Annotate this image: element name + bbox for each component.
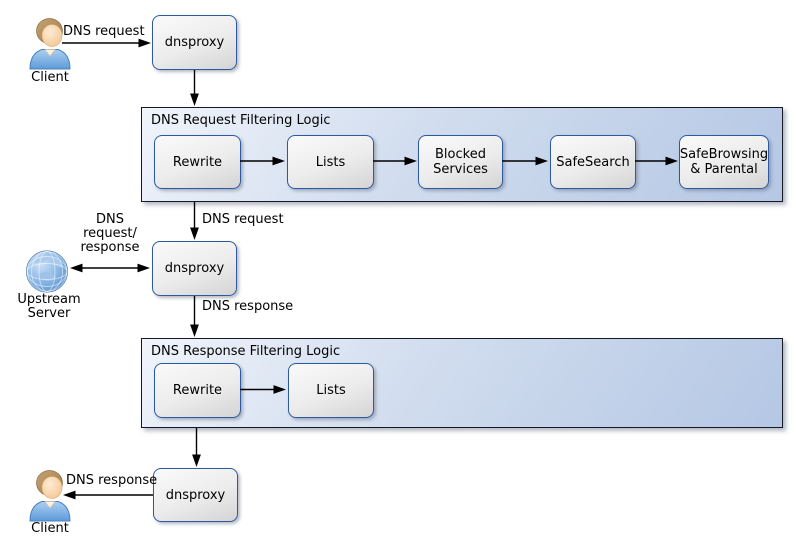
response-filtering-title: DNS Response Filtering Logic bbox=[151, 344, 341, 359]
stage-label: Lists bbox=[316, 383, 346, 398]
stage-label: SafeBrowsing & Parental bbox=[679, 147, 769, 177]
upstream-server-label: Upstream Server bbox=[17, 292, 81, 321]
dnsproxy-middle-node[interactable]: dnsproxy bbox=[152, 241, 237, 296]
upstream-server-globe-icon bbox=[24, 249, 70, 299]
stage-rewrite-response[interactable]: Rewrite bbox=[154, 363, 241, 418]
request-filtering-title: DNS Request Filtering Logic bbox=[151, 113, 331, 128]
stage-label: Lists bbox=[315, 154, 346, 170]
stage-label: Blocked Services bbox=[433, 147, 488, 177]
client-bottom-label: Client bbox=[31, 521, 69, 536]
stage-safebrowsing-parental[interactable]: SafeBrowsing & Parental bbox=[679, 135, 769, 189]
edge-label-dns-request-top: DNS request bbox=[63, 24, 145, 39]
arrow-upstream-bidirectional bbox=[70, 263, 150, 273]
stage-safesearch[interactable]: SafeSearch bbox=[550, 135, 636, 189]
dnsproxy-top-node[interactable]: dnsproxy bbox=[152, 15, 237, 70]
arrow-request-filter-to-dnsproxy bbox=[190, 202, 199, 240]
arrow-dnsproxy-to-client bbox=[63, 490, 153, 500]
dnsproxy-top-label: dnsproxy bbox=[164, 35, 225, 50]
dnsproxy-bottom-label: dnsproxy bbox=[165, 487, 226, 503]
client-top-label: Client bbox=[31, 70, 69, 85]
stage-blocked-services[interactable]: Blocked Services bbox=[418, 135, 503, 189]
stage-rewrite-request[interactable]: Rewrite bbox=[154, 135, 241, 189]
edge-label-dns-response-bottom: DNS response bbox=[66, 473, 158, 488]
stage-lists-request[interactable]: Lists bbox=[287, 135, 374, 189]
response-filtering-container: DNS Response Filtering Logic Rewrite Lis… bbox=[141, 338, 783, 428]
request-filtering-container: DNS Request Filtering Logic Rewrite List… bbox=[141, 107, 783, 202]
stage-label: Rewrite bbox=[172, 383, 223, 398]
arrow-dnsproxy-to-response-filter bbox=[190, 296, 199, 337]
client-person-icon bbox=[26, 466, 74, 526]
edge-label-dns-request-mid: DNS request bbox=[202, 212, 284, 227]
arrow-response-filter-to-dnsproxy bbox=[192, 428, 201, 467]
stage-label: SafeSearch bbox=[556, 154, 630, 170]
stage-lists-response[interactable]: Lists bbox=[288, 363, 374, 418]
dnsproxy-bottom-node[interactable]: dnsproxy bbox=[153, 468, 238, 522]
edge-label-upstream-exchange: DNS request/ response bbox=[80, 212, 140, 255]
edge-label-dns-response-mid: DNS response bbox=[202, 299, 294, 314]
stage-label: Rewrite bbox=[172, 154, 223, 170]
client-person-icon bbox=[26, 14, 74, 74]
dnsproxy-middle-label: dnsproxy bbox=[164, 261, 225, 276]
arrow-dnsproxy-to-request-filter bbox=[190, 70, 199, 106]
arrow-client-to-dnsproxy bbox=[62, 38, 151, 48]
